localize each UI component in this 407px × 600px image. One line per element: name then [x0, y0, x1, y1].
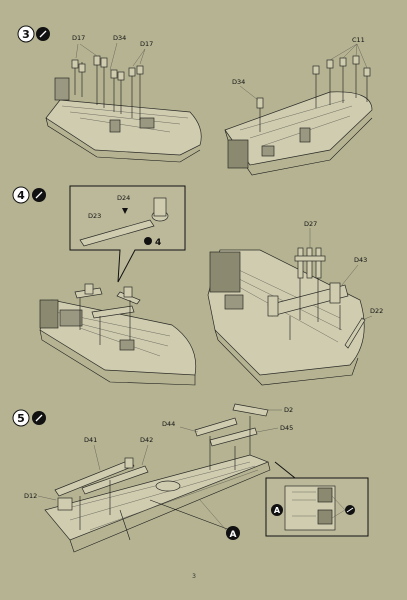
- inset-count: 4: [155, 238, 161, 248]
- page-number: 3: [192, 573, 196, 580]
- label-e: D42: [140, 436, 153, 444]
- step-4-inset: D24 D23 4: [69, 185, 186, 283]
- step-4: 4 D24 D23 4: [12, 185, 383, 386]
- step-number: 5: [17, 412, 25, 425]
- glue-drop-icon-stroke: [35, 414, 43, 422]
- inset-marker-label: A: [274, 506, 281, 515]
- label-left-c: D17: [140, 40, 153, 48]
- glue-drop-icon-stroke: [39, 30, 47, 38]
- label-b: D2: [284, 406, 293, 414]
- marker-label: A: [230, 530, 237, 540]
- step-number-badge: [12, 186, 30, 204]
- label-right-a: C11: [352, 36, 365, 44]
- step-3-left-hull: D17 D34 D17: [45, 34, 202, 163]
- step-number-badge: [17, 25, 35, 43]
- step-3: 3 D17 D34 D17: [17, 25, 373, 176]
- inset-label-b: D23: [88, 212, 101, 220]
- assembly-marker-icon: [271, 504, 283, 516]
- inset-label-a: D24: [117, 194, 130, 202]
- label-a: D44: [162, 420, 175, 428]
- step-5-parts: [54, 403, 269, 511]
- glue-drop-icon: [144, 237, 152, 245]
- label-right-b: D43: [354, 256, 367, 264]
- triangle-marker-icon: [122, 208, 128, 214]
- glue-drop-icon-stroke: [35, 191, 43, 199]
- label-c: D45: [280, 424, 293, 432]
- step-5: 5 D44 D2 D45 D41 D42 D12: [12, 403, 369, 553]
- label-left-b: D34: [113, 34, 126, 42]
- label-right-c: D22: [370, 307, 383, 315]
- step-number: 3: [22, 28, 30, 41]
- label-right-b: D34: [232, 78, 245, 86]
- step-3-right-hull: C11 D34: [224, 36, 373, 176]
- glue-drop-icon-stroke: [346, 507, 354, 513]
- label-d: D41: [84, 436, 97, 444]
- step-number: 4: [17, 189, 25, 202]
- label-right-a: D27: [304, 220, 317, 228]
- step-5-inset: A: [265, 461, 369, 537]
- label-f: D12: [24, 492, 37, 500]
- assembly-marker-icon: [226, 526, 240, 540]
- step-5-deck: [44, 454, 271, 553]
- label-left-a: D17: [72, 34, 85, 42]
- step-4-right-hull: D27 D43 D22: [207, 220, 383, 386]
- step-4-left-hull: [39, 283, 197, 386]
- step-number-badge: [12, 409, 30, 427]
